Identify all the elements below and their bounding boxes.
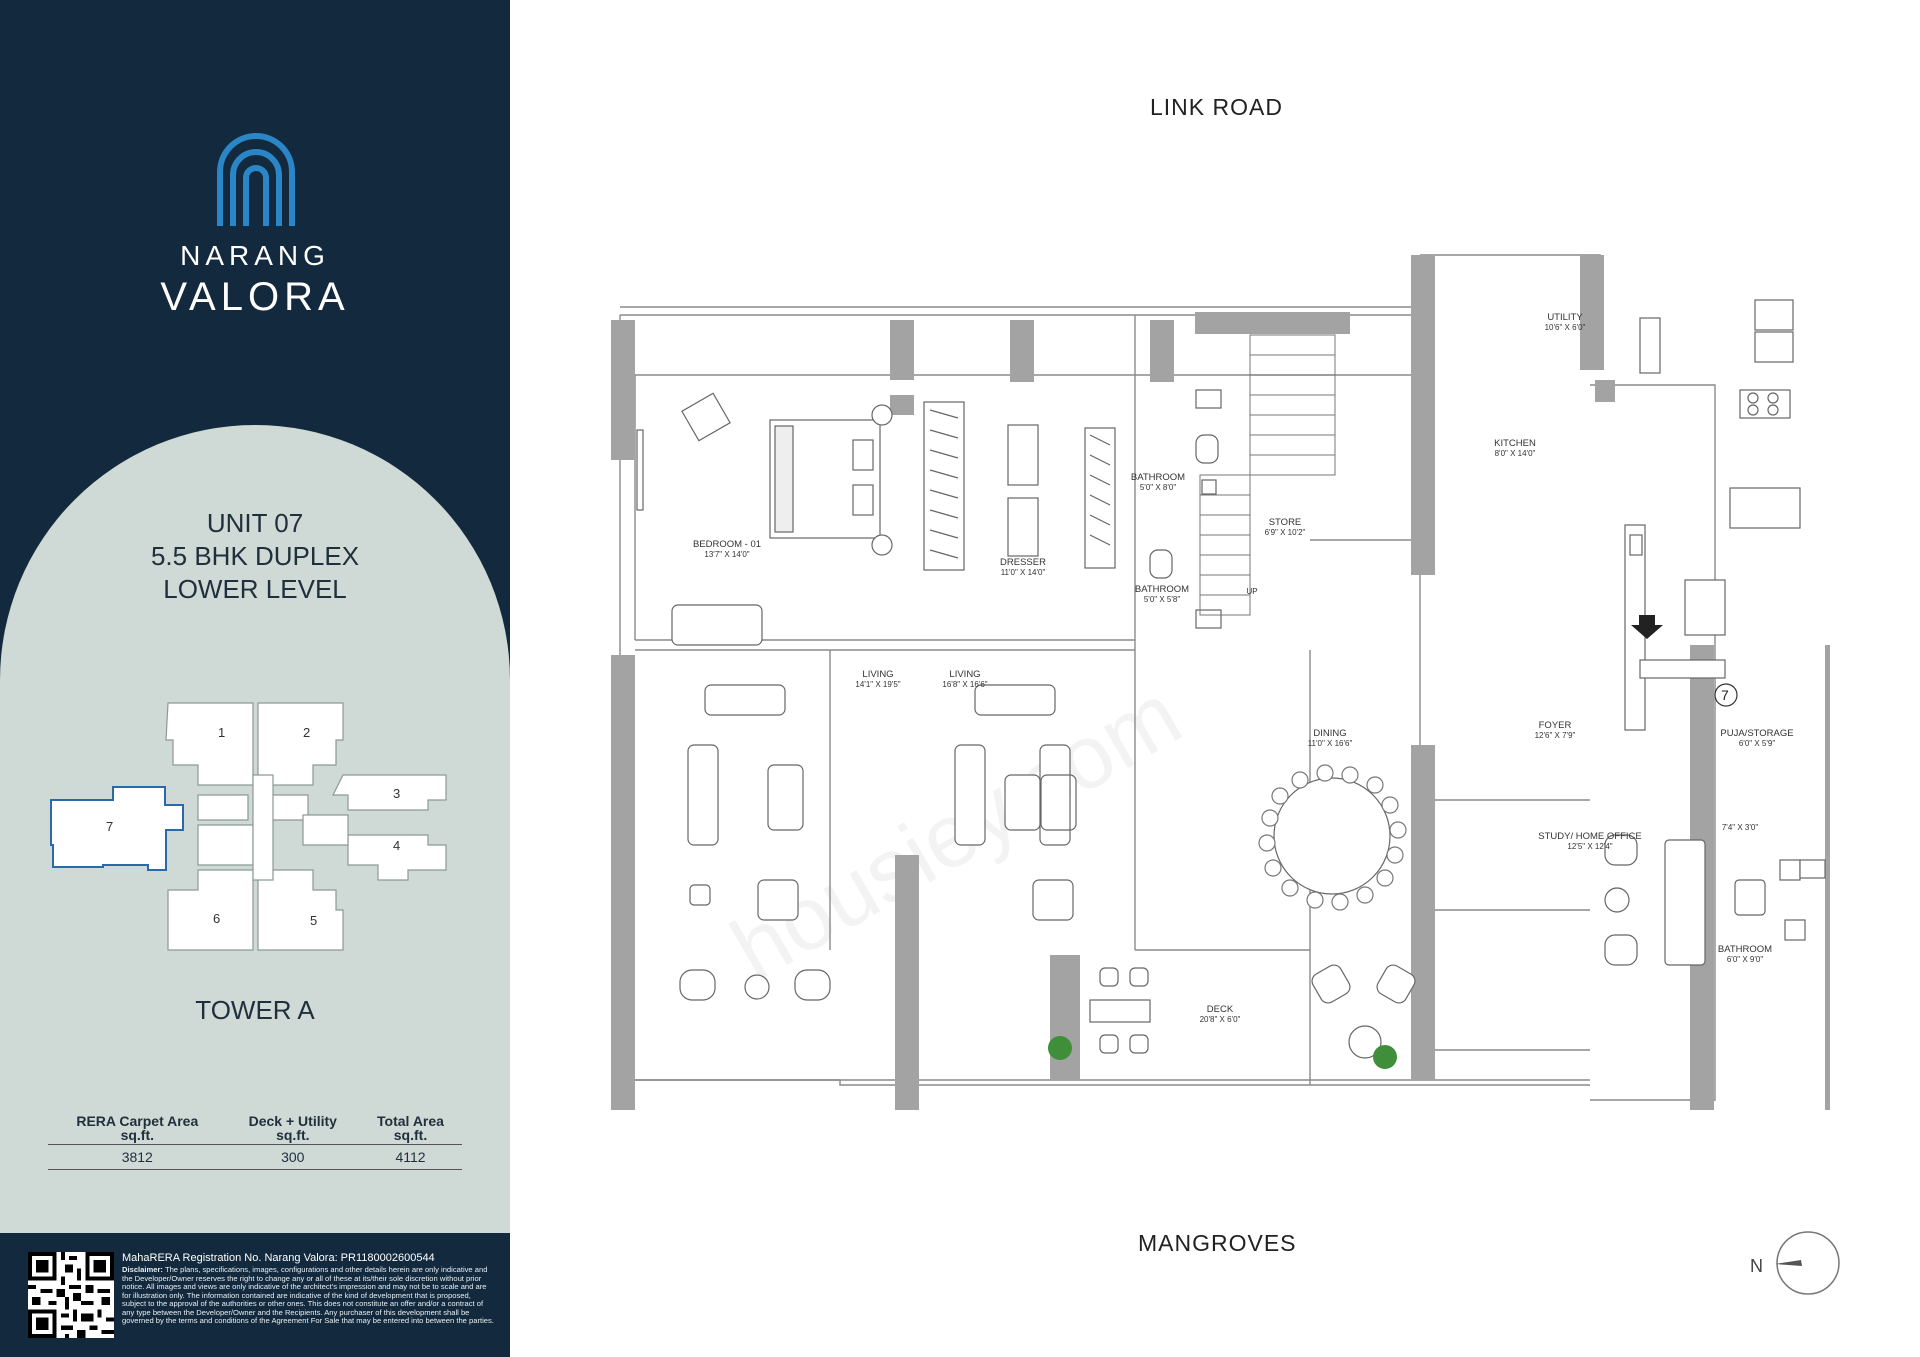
room-name-living-2: LIVING (949, 669, 980, 680)
room-size-puja: 6'0" X 5'9" (1739, 739, 1775, 748)
room-size-bedroom: 13'7" X 14'0" (704, 550, 749, 559)
highlighted-unit-7 (50, 786, 184, 871)
room-size-bathroom-2: 5'0" X 5'8" (1144, 595, 1180, 604)
key-plan-unit-3: 3 (393, 786, 400, 801)
room-size-deck: 20'8" X 6'0" (1200, 1015, 1241, 1024)
room-size-dining: 11'0" X 16'6" (1308, 739, 1353, 748)
room-name-study: STUDY/ HOME OFFICE (1538, 831, 1641, 842)
room-name-dresser: DRESSER (1000, 557, 1046, 568)
room-size-bathroom-3: 6'0" X 9'0" (1727, 955, 1763, 964)
room-name-puja: PUJA/STORAGE (1720, 728, 1793, 739)
room-name-dining: DINING (1313, 728, 1346, 739)
room-size-bathroom-1: 5'0" X 8'0" (1140, 483, 1176, 492)
qr-code-icon (28, 1252, 114, 1338)
room-name-bedroom: BEDROOM - 01 (693, 539, 761, 550)
road-label-bottom: MANGROVES (1138, 1230, 1297, 1256)
passage-size-label: 7'4" X 3'0" (1722, 823, 1758, 832)
svg-text:7: 7 (1721, 687, 1729, 703)
disclaimer-label: Disclaimer: (122, 1265, 163, 1274)
room-size-living-2: 16'8" X 16'6" (942, 680, 987, 689)
disclaimer: Disclaimer: The plans, specifications, i… (122, 1265, 494, 1326)
room-size-utility: 10'6" X 6'0" (1545, 323, 1586, 332)
north-compass-icon: N (1750, 1231, 1840, 1295)
room-name-bathroom-1: BATHROOM (1131, 472, 1185, 483)
key-plan-unit-5: 5 (310, 913, 317, 928)
info-sidebar: NARANG VALORA UNIT 07 5.5 BHK DUPLEX LOW… (0, 0, 510, 1357)
entrance-arrow-icon (1631, 615, 1663, 639)
room-name-deck: DECK (1207, 1004, 1234, 1015)
plant-icon (1048, 1036, 1397, 1069)
key-plan-unit-4: 4 (393, 838, 400, 853)
key-plan-unit-1: 1 (218, 725, 225, 740)
key-plan-unit-7: 7 (106, 819, 113, 834)
area-value-total: 4112 (359, 1144, 462, 1170)
room-name-living-1: LIVING (862, 669, 893, 680)
room-size-study: 12'5" X 12'4" (1567, 842, 1612, 851)
area-value-deck: 300 (226, 1144, 359, 1170)
room-size-dresser: 11'0" X 14'0" (1001, 568, 1046, 577)
room-name-store: STORE (1269, 517, 1302, 528)
room-size-living-1: 14'1" X 19'5" (855, 680, 900, 689)
room-size-store: 6'9" X 10'2" (1265, 528, 1306, 537)
unit-level: LOWER LEVEL (163, 574, 347, 604)
brand-name-line2: VALORA (160, 275, 350, 319)
unit-type: 5.5 BHK DUPLEX (150, 541, 360, 571)
room-name-bathroom-3: BATHROOM (1718, 944, 1772, 955)
brand-logo-icon (217, 133, 295, 226)
key-plan-unit-2: 2 (303, 725, 310, 740)
brand-name-line1: NARANG (180, 240, 330, 271)
floor-plan: housiey.com (611, 254, 1830, 1110)
room-name-kitchen: KITCHEN (1494, 438, 1536, 449)
dining-table (1273, 777, 1391, 895)
area-value-carpet: 3812 (48, 1144, 227, 1170)
room-name-utility: UTILITY (1547, 312, 1583, 323)
disclaimer-text: The plans, specifications, images, confi… (122, 1265, 494, 1325)
tower-key-plan: 1 2 3 4 5 6 7 (50, 702, 447, 951)
room-size-kitchen: 8'0" X 14'0" (1495, 449, 1536, 458)
key-plan-unit-6: 6 (213, 911, 220, 926)
room-name-foyer: FOYER (1539, 720, 1572, 731)
unit-title: UNIT 07 (206, 508, 304, 538)
room-name-bathroom-2: BATHROOM (1135, 584, 1189, 595)
stair-up-label: UP (1246, 587, 1257, 596)
svg-text:N: N (1750, 1256, 1763, 1276)
puja-number-marker (1714, 683, 1738, 707)
room-size-foyer: 12'6" X 7'9" (1535, 731, 1576, 740)
tower-label: TOWER A (195, 995, 315, 1025)
road-label-top: LINK ROAD (1150, 94, 1283, 120)
rera-registration: MahaRERA Registration No. Narang Valora:… (122, 1252, 435, 1264)
